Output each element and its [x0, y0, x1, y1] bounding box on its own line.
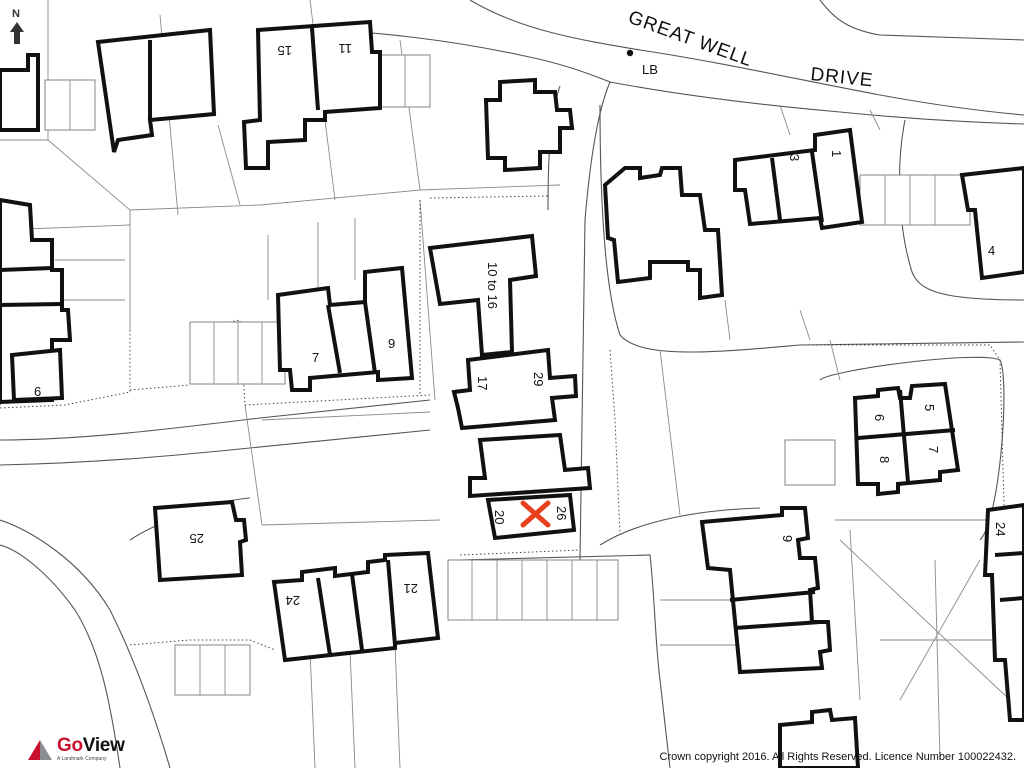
north-label: N	[12, 8, 20, 20]
house-number-26: 26	[554, 506, 569, 520]
building-3-1[interactable]	[733, 127, 865, 231]
house-number-29: 29	[531, 372, 546, 386]
buildings[interactable]	[0, 19, 1024, 768]
building-24-right[interactable]	[982, 502, 1024, 722]
logo-name: GoView	[57, 736, 125, 755]
logo-tagline: A Landmark Company	[57, 756, 107, 762]
building-4[interactable]	[959, 165, 1024, 281]
building-7-9[interactable]	[275, 265, 415, 392]
building-pair-upper-left[interactable]	[95, 27, 217, 153]
goview-logo-mark-icon	[28, 740, 52, 760]
house-number-15: 15	[278, 43, 292, 58]
house-number-7: 7	[312, 350, 319, 365]
north-arrow: N	[10, 8, 24, 44]
building-17-29[interactable]	[451, 347, 579, 431]
house-number-21: 21	[404, 581, 418, 596]
house-number-25: 25	[190, 531, 204, 546]
street-name-drive: DRIVE	[809, 64, 874, 91]
house-number-6-block: 6	[872, 414, 887, 421]
letter-box-label: LB	[642, 62, 658, 77]
building-detached-west[interactable]	[602, 166, 725, 301]
building-25[interactable]	[152, 499, 249, 583]
house-number-6-left: 6	[34, 384, 41, 399]
building-detached-north[interactable]	[483, 77, 575, 173]
north-arrow-icon	[10, 22, 24, 44]
subject-marker	[520, 500, 551, 528]
house-number-8: 8	[877, 456, 892, 463]
house-number-9-right: 9	[780, 535, 795, 542]
house-number-9: 9	[388, 336, 395, 351]
house-number-5: 5	[922, 404, 937, 411]
house-number-3: 3	[787, 154, 802, 161]
house-number-4: 4	[988, 243, 995, 258]
house-number-11: 11	[339, 41, 353, 56]
building-15-11[interactable]	[241, 19, 382, 170]
logo-name-go: Go	[57, 735, 83, 756]
logo-name-view: View	[82, 735, 125, 756]
building-9-right[interactable]	[699, 506, 833, 675]
letter-box: LB	[626, 49, 658, 77]
building-middle-block[interactable]	[468, 432, 593, 499]
goview-logo: GoView A Landmark Company	[26, 736, 125, 762]
letter-box-dot-icon	[626, 49, 634, 57]
subject-cross-icon	[520, 500, 551, 528]
building-top-left[interactable]	[0, 53, 40, 132]
house-number-1: 1	[829, 150, 844, 157]
copyright-notice: Crown copyright 2016. All Rights Reserve…	[659, 751, 1016, 763]
house-number-17: 17	[475, 376, 490, 390]
house-number-24-bottom: 24	[286, 593, 300, 608]
house-number-24-right: 24	[993, 522, 1008, 536]
building-10-to-16[interactable]	[427, 233, 539, 358]
building-6-left[interactable]	[9, 347, 65, 403]
house-number-10-to-16: 10 to 16	[485, 262, 500, 309]
street-labels: GREAT WELL DRIVE	[625, 7, 874, 92]
house-number-7-block: 7	[926, 446, 941, 453]
garage-blocks	[44, 54, 971, 696]
house-numbers: 15 11 7 9 6 10 to 16 17 29 20 26 25 24 2…	[34, 41, 1008, 608]
building-bottom-partial[interactable]	[778, 707, 861, 768]
building-block-5-8[interactable]	[852, 381, 961, 497]
house-number-20: 20	[492, 510, 507, 524]
